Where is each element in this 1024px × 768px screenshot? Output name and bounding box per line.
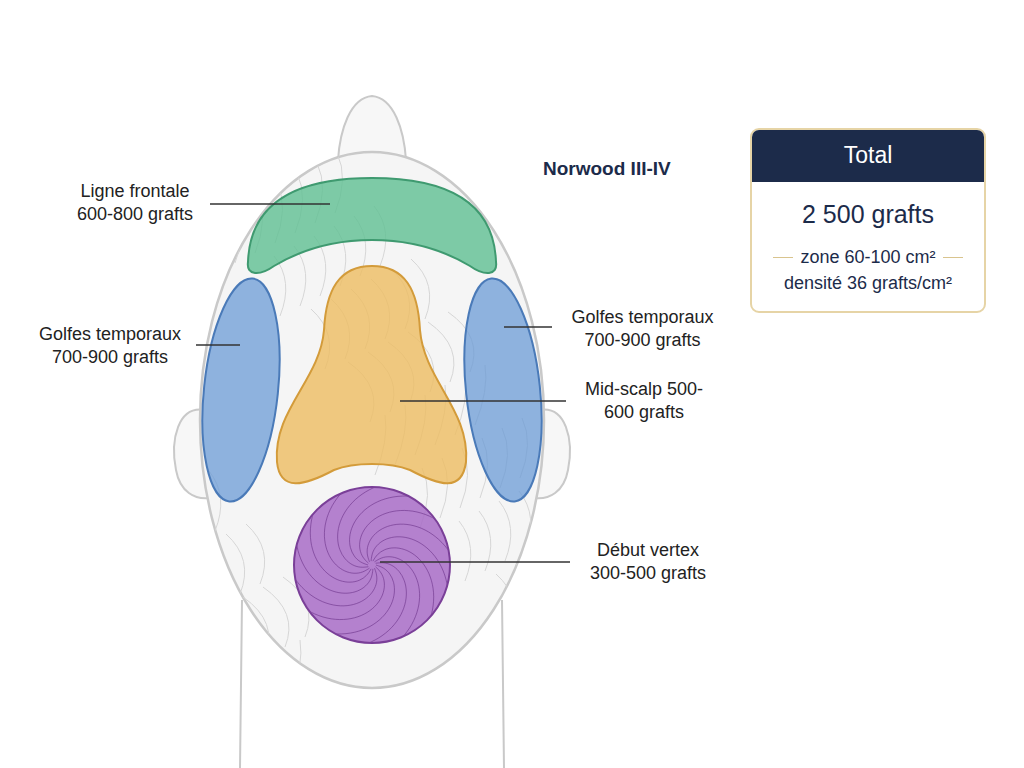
swirl-stroke	[357, 563, 406, 648]
frontal-zone	[248, 178, 496, 273]
hair-stroke	[499, 501, 511, 561]
vertex-zone	[294, 487, 450, 643]
hair-texture	[190, 150, 559, 740]
hair-stroke	[263, 587, 289, 647]
swirl-stroke	[323, 565, 395, 634]
leader-line	[196, 344, 240, 345]
density-value: densité 36 grafts/cm²	[783, 272, 953, 295]
leader-line	[380, 561, 570, 562]
hair-stroke	[496, 574, 515, 634]
zone-label: Début vertex 300-500 grafts	[578, 539, 718, 585]
nose	[338, 96, 406, 160]
zone-label: Golfes temporaux 700-900 grafts	[560, 306, 725, 352]
zone-label: Mid-scalp 500-600 grafts	[574, 378, 714, 424]
hair-stroke	[246, 524, 265, 584]
hair-stroke	[533, 627, 559, 687]
diagram-title: Norwood III-IV	[543, 158, 671, 180]
swirl-stroke	[310, 502, 371, 582]
hair-stroke	[226, 534, 245, 594]
temporal-zone-left	[192, 275, 289, 506]
box-heading: Total	[752, 130, 984, 182]
leader-lines	[196, 204, 570, 562]
mid-scalp-zone	[277, 266, 466, 483]
hair-stroke	[516, 564, 535, 624]
hair-stroke	[230, 670, 241, 730]
swirl-stroke	[350, 496, 422, 565]
hair-stroke	[250, 660, 261, 720]
vertex-swirl	[288, 482, 456, 647]
swirl-stroke	[324, 484, 369, 573]
zone-row: zone 60-100 cm²	[752, 247, 984, 268]
hair-stroke	[290, 640, 301, 700]
hair-stroke	[235, 203, 243, 263]
hair-stroke	[203, 617, 229, 677]
hair-stroke	[243, 597, 269, 657]
swirl-stroke	[374, 557, 419, 646]
temporal-zone-right	[454, 275, 551, 506]
zone-label: Ligne frontale 600-800 grafts	[65, 180, 205, 226]
hair-stroke	[210, 680, 221, 740]
hair-stroke	[206, 544, 225, 604]
zone-label: Golfes temporaux 700-900 grafts	[28, 323, 193, 369]
hair-stroke	[190, 150, 201, 210]
zone-size: zone 60-100 cm²	[800, 247, 935, 268]
hair-stroke	[270, 650, 281, 710]
hair-stroke	[223, 607, 249, 667]
leader-line	[400, 400, 566, 401]
hair-stroke	[536, 554, 555, 614]
gold-dash	[773, 257, 793, 258]
total-box: Total 2 500 grafts zone 60-100 cm² densité …	[750, 128, 986, 313]
leader-line	[210, 203, 330, 204]
total-value: 2 500 grafts	[752, 200, 984, 229]
hair-stroke	[459, 521, 471, 581]
gold-dash	[943, 257, 963, 258]
swirl-stroke	[373, 548, 434, 628]
hair-stroke	[539, 481, 551, 541]
leader-line	[504, 326, 552, 327]
swirl-stroke	[338, 482, 387, 567]
